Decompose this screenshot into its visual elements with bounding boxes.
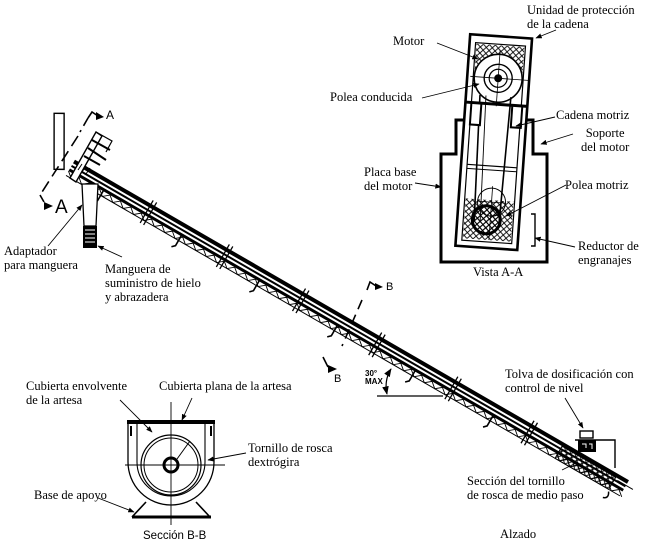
label-gear-reducer-line2: engranajes (578, 253, 632, 267)
label-half-pitch-section: Sección del tornillo de rosca de medio p… (467, 474, 584, 502)
caption-section-b-b: Sección B-B (143, 530, 207, 542)
label-chain-guard-line2: de la cadena (527, 17, 589, 31)
ice-supply-hose (83, 226, 97, 248)
label-feed-hopper-line2: control de nivel (505, 381, 584, 395)
label-hose-adapter-line2: para manguera (4, 258, 78, 272)
label-half-pitch-section-line1: Sección del tornillo (467, 474, 565, 488)
section-mark-b-bottom: B (334, 373, 342, 385)
label-hose-adapter: Adaptador para manguera (4, 244, 78, 272)
label-chain-guard: Unidad de protección de la cadena (527, 3, 635, 31)
label-driven-pulley: Polea conducida (330, 90, 413, 104)
section-mark-a-bottom: A (55, 197, 68, 218)
label-trough-shroud-line1: Cubierta envolvente (26, 379, 128, 393)
label-ice-hose: Manguera de suministro de hielo y abraza… (105, 262, 201, 304)
angle-qualifier: MAX (365, 377, 383, 386)
label-ice-hose-line2: suministro de hielo (105, 276, 201, 290)
label-motor-base-plate-line2: del motor (364, 179, 413, 193)
label-motor-base-plate-line1: Placa base (364, 165, 417, 179)
angle-annotation (377, 368, 443, 397)
label-feed-hopper-line1: Tolva de dosificación con (505, 367, 634, 381)
caption-elevation: Alzado (500, 527, 537, 541)
label-feed-hopper: Tolva de dosificación con control de niv… (505, 367, 634, 395)
label-trough-shroud-line2: de la artesa (26, 393, 83, 407)
label-motor-base-plate: Placa base del motor (364, 165, 416, 193)
label-rh-screw: Tornillo de rosca dextrógira (248, 441, 333, 469)
angle-value: 30° (365, 369, 378, 378)
inclined-conveyor (53, 112, 634, 499)
label-motor-support: Soporte del motor (581, 126, 629, 154)
label-motor: Motor (393, 34, 425, 48)
view-a-a (439, 32, 549, 264)
label-ice-hose-line3: y abrazadera (105, 290, 169, 304)
label-half-pitch-section-line2: de rosca de medio paso (467, 488, 584, 502)
label-motor-support-line1: Soporte (585, 126, 625, 140)
label-rh-screw-line1: Tornillo de rosca (248, 441, 333, 455)
label-chain-guard-line1: Unidad de protección (527, 3, 635, 17)
section-mark-a-top: A (106, 108, 115, 122)
label-support-base: Base de apoyo (34, 488, 107, 502)
label-trough-flat-cover: Cubierta plana de la artesa (159, 379, 292, 393)
label-hose-adapter-line1: Adaptador (4, 244, 57, 258)
label-drive-chain: Cadena motriz (556, 108, 630, 122)
label-drive-pulley: Polea motriz (565, 178, 629, 192)
label-trough-shroud: Cubierta envolvente de la artesa (26, 379, 127, 407)
hose-adapter (81, 183, 99, 227)
caption-view-a-a: Vista A-A (473, 265, 524, 279)
label-gear-reducer: Reductor de engranajes (578, 239, 639, 267)
label-rh-screw-line2: dextrógira (248, 455, 300, 469)
section-b-b (125, 402, 225, 525)
label-motor-support-line2: del motor (581, 140, 630, 154)
section-line-b (322, 280, 377, 368)
label-ice-hose-line1: Manguera de (105, 262, 171, 276)
label-gear-reducer-line1: Reductor de (578, 239, 639, 253)
section-mark-b-top: B (386, 281, 394, 293)
